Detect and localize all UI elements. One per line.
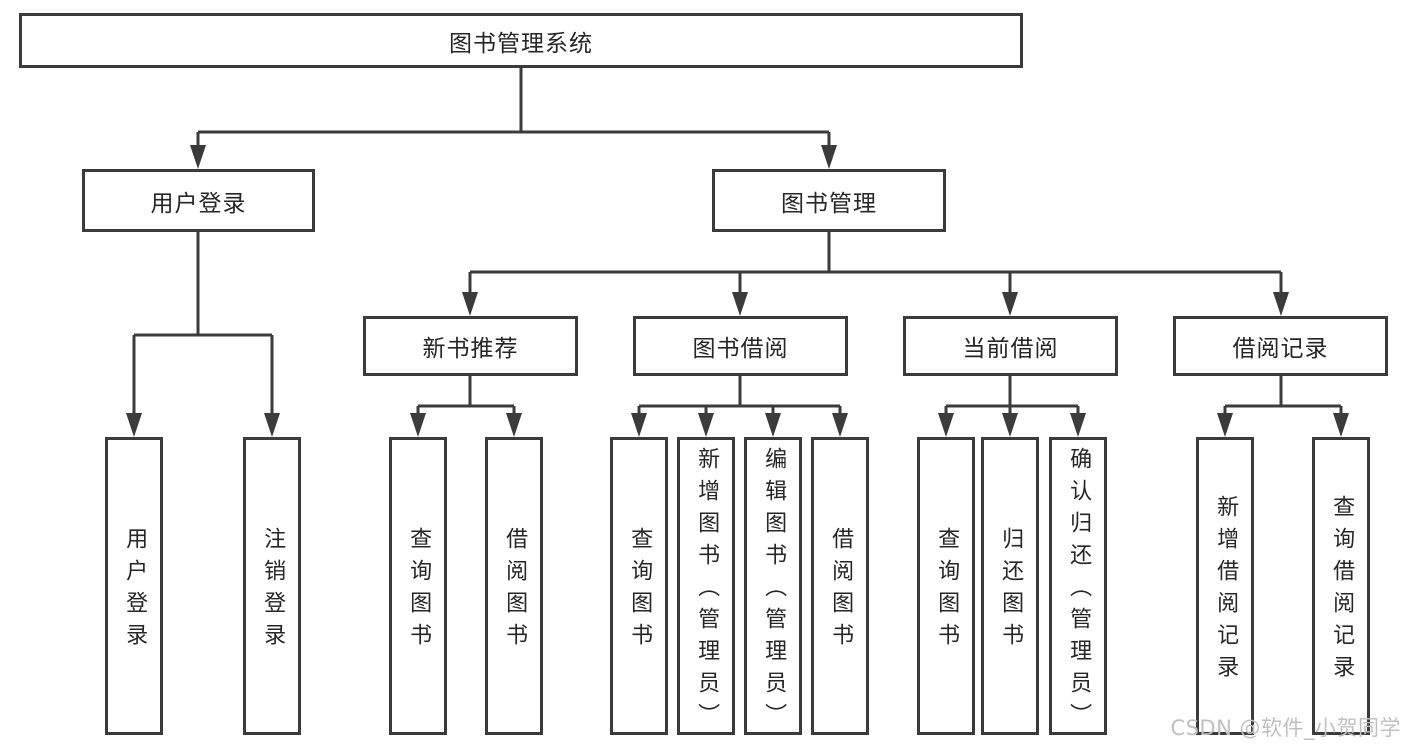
arrowhead-icon [765, 413, 781, 437]
leaf-user-login: 用户登录 [105, 437, 163, 735]
arrowhead-icon [1273, 292, 1289, 316]
node-label: 查询图书 [934, 527, 960, 655]
leaf-add-book-admin: 新增图书（管理员） [677, 437, 735, 735]
arrowhead-icon [190, 145, 206, 169]
arrowhead-icon [631, 413, 647, 437]
leaf-borrow-book: 借阅图书 [811, 437, 869, 735]
leaf-query-book-borrow: 查询图书 [610, 437, 668, 735]
leaf-logout: 注销登录 [243, 437, 301, 735]
node-label: 新增借阅记录 [1213, 495, 1239, 687]
node-label: 图书管理系统 [449, 30, 593, 57]
leaf-query-book-current: 查询图书 [917, 437, 975, 735]
node-label: 查询借阅记录 [1329, 495, 1355, 687]
node-label: 图书管理 [781, 190, 877, 217]
node-system-root: 图书管理系统 [19, 13, 1023, 68]
edges-userlogin-to-leaves [126, 232, 280, 437]
node-new-book-recommend: 新书推荐 [363, 316, 578, 376]
node-label: 查询图书 [406, 527, 432, 655]
arrowhead-icon [698, 413, 714, 437]
node-label: 查询图书 [627, 527, 653, 655]
edges-newbook-to-leaves [410, 376, 522, 437]
edge-line [132, 232, 274, 415]
leaf-add-borrow-record: 新增借阅记录 [1196, 437, 1254, 735]
edge-line [944, 376, 1080, 415]
edge-line [468, 232, 1283, 294]
edge-line [416, 376, 516, 415]
arrowhead-icon [264, 413, 280, 437]
node-label: 确认归还（管理员） [1066, 447, 1092, 735]
node-label: 借阅图书 [828, 527, 854, 655]
node-book-borrow: 图书借阅 [633, 316, 848, 376]
edges-current-to-leaves [938, 376, 1086, 437]
leaf-return-book: 归还图书 [981, 437, 1039, 735]
edges-bookmgmt-to-level3 [462, 232, 1289, 316]
node-label: 当前借阅 [962, 336, 1059, 362]
node-label: 借阅图书 [502, 527, 528, 655]
edge-line [196, 68, 831, 147]
edges-borrow-to-leaves [631, 376, 848, 437]
csdn-watermark: CSDN @软件_小贺同学 [1170, 716, 1401, 740]
arrowhead-icon [1217, 413, 1233, 437]
arrowhead-icon [1070, 413, 1086, 437]
node-book-management: 图书管理 [712, 169, 946, 232]
leaf-confirm-return-admin: 确认归还（管理员） [1049, 437, 1107, 735]
arrowhead-icon [832, 413, 848, 437]
node-label: 新增图书（管理员） [694, 447, 720, 735]
node-label: 归还图书 [998, 527, 1024, 655]
arrowhead-icon [821, 145, 837, 169]
arrowhead-icon [1333, 413, 1349, 437]
arrowhead-icon [462, 292, 478, 316]
leaf-borrow-book-recommend: 借阅图书 [485, 437, 543, 735]
edge-line [637, 376, 842, 415]
node-label: 新书推荐 [422, 336, 519, 362]
arrowhead-icon [126, 413, 142, 437]
arrowhead-icon [1002, 292, 1018, 316]
node-label: 图书借阅 [692, 336, 789, 362]
arrowhead-icon [938, 413, 954, 437]
node-label: 用户登录 [150, 190, 247, 217]
node-label: 借阅记录 [1232, 336, 1329, 362]
arrowhead-icon [732, 292, 748, 316]
arrowhead-icon [410, 413, 426, 437]
leaf-query-borrow-record: 查询借阅记录 [1312, 437, 1370, 735]
node-user-login: 用户登录 [82, 169, 315, 232]
edges-record-to-leaves [1217, 376, 1349, 437]
node-label: 用户登录 [122, 527, 148, 655]
leaf-edit-book-admin: 编辑图书（管理员） [744, 437, 802, 735]
edge-line [1223, 376, 1343, 415]
leaf-query-book-recommend: 查询图书 [389, 437, 447, 735]
node-label: 注销登录 [260, 527, 286, 655]
edges-root-to-level2 [190, 68, 837, 169]
node-label: 编辑图书（管理员） [761, 447, 787, 735]
arrowhead-icon [1002, 413, 1018, 437]
node-borrow-record: 借阅记录 [1173, 316, 1388, 376]
arrowhead-icon [506, 413, 522, 437]
node-current-borrow: 当前借阅 [903, 316, 1118, 376]
